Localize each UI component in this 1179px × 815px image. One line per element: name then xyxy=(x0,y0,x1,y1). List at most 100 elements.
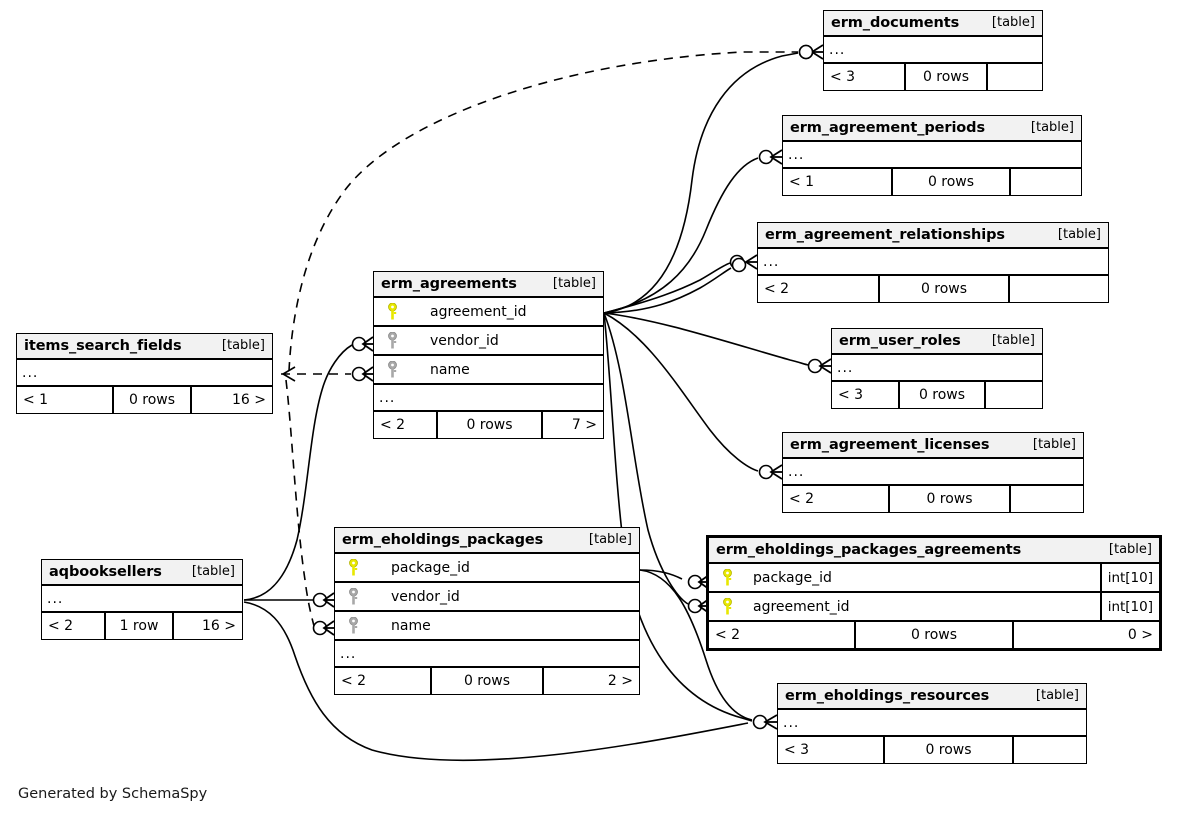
table-columns-ellipsis: ... xyxy=(824,37,1042,64)
table-columns-ellipsis: ... xyxy=(17,360,272,387)
foreign-key-icon xyxy=(374,361,406,378)
children-count: 7 > xyxy=(571,417,597,433)
column-name: agreement_id xyxy=(430,303,527,320)
children-count xyxy=(1014,737,1086,763)
table-title-erm_agreement_periods: erm_agreement_periods [table] xyxy=(783,116,1081,142)
column-name: vendor_id xyxy=(430,332,499,349)
table-name: erm_documents xyxy=(831,14,960,31)
parents-count: < 2 xyxy=(789,491,815,507)
table-name: erm_agreement_licenses xyxy=(790,436,990,453)
edge-erm_agreements-erm_agreement_relationships-b xyxy=(603,257,747,314)
row-count: 0 rows xyxy=(854,622,1014,648)
column-row-name[interactable]: name xyxy=(335,612,639,641)
table-columns-ellipsis: ... xyxy=(758,249,1108,276)
table-title-erm_agreement_licenses: erm_agreement_licenses [table] xyxy=(783,433,1083,459)
edge-items_search_fields-erm_eholdings_packages xyxy=(285,379,335,636)
column-type: int[10] xyxy=(1099,564,1159,591)
table-node-erm_eholdings_resources[interactable]: erm_eholdings_resources [table] ... < 3 … xyxy=(777,683,1087,764)
primary-key-icon xyxy=(709,569,741,586)
table-stats-row: < 2 0 rows 0 > xyxy=(709,622,1159,648)
table-stats-row: < 2 0 rows 7 > xyxy=(374,412,603,438)
table-stats-row: < 3 0 rows xyxy=(832,382,1042,408)
table-title-erm_eholdings_packages_agreements: erm_eholdings_packages_agreements [table… xyxy=(709,538,1159,564)
parents-count: < 1 xyxy=(789,174,815,190)
generator-note: Generated by SchemaSpy xyxy=(18,786,208,802)
table-stats-row: < 2 0 rows xyxy=(783,486,1083,512)
parents-count: < 2 xyxy=(341,673,367,689)
table-tag: [table] xyxy=(1032,437,1076,452)
row-count: 1 row xyxy=(104,613,174,639)
table-tag: [table] xyxy=(991,15,1035,30)
column-name: package_id xyxy=(753,569,832,586)
table-stats-row: < 1 0 rows 16 > xyxy=(17,387,272,413)
column-row-vendor_id[interactable]: vendor_id xyxy=(335,583,639,612)
table-node-erm_agreement_licenses[interactable]: erm_agreement_licenses [table] ... < 2 0… xyxy=(782,432,1084,513)
table-columns-ellipsis: ... xyxy=(778,710,1086,737)
children-count xyxy=(986,382,1042,408)
row-count: 0 rows xyxy=(436,412,543,438)
table-title-aqbooksellers: aqbooksellers [table] xyxy=(42,560,242,586)
table-columns-ellipsis: ... xyxy=(783,459,1083,486)
table-columns-ellipsis: ... xyxy=(42,586,242,613)
column-name: name xyxy=(430,361,470,378)
table-columns-ellipsis: ... xyxy=(783,142,1081,169)
parents-count: < 3 xyxy=(830,69,856,85)
table-title-erm_eholdings_resources: erm_eholdings_resources [table] xyxy=(778,684,1086,710)
table-name: erm_agreement_relationships xyxy=(765,226,1005,243)
table-node-erm_agreements[interactable]: erm_agreements [table] agreement_id xyxy=(373,271,604,439)
children-count: 0 > xyxy=(1127,627,1153,643)
children-count: 16 > xyxy=(202,618,236,634)
column-row-package_id[interactable]: package_id int[10] xyxy=(709,564,1159,593)
table-stats-row: < 2 0 rows xyxy=(758,276,1108,302)
row-count: 0 rows xyxy=(898,382,986,408)
table-name: erm_eholdings_packages_agreements xyxy=(716,541,1022,558)
table-stats-row: < 2 0 rows 2 > xyxy=(335,668,639,694)
table-name: items_search_fields xyxy=(24,337,182,354)
table-node-erm_documents[interactable]: erm_documents [table] ... < 3 0 rows xyxy=(823,10,1043,91)
table-node-items_search_fields[interactable]: items_search_fields [table] ... < 1 0 ro… xyxy=(16,333,273,414)
table-tag: [table] xyxy=(1108,542,1152,557)
parents-count: < 2 xyxy=(48,618,74,634)
foreign-key-icon xyxy=(335,588,367,605)
table-node-erm_eholdings_packages[interactable]: erm_eholdings_packages [table] package_i… xyxy=(334,527,640,695)
table-name: erm_user_roles xyxy=(839,332,961,349)
children-count xyxy=(1010,276,1108,302)
table-node-erm_user_roles[interactable]: erm_user_roles [table] ... < 3 0 rows xyxy=(831,328,1043,409)
table-node-erm_eholdings_packages_agreements[interactable]: erm_eholdings_packages_agreements [table… xyxy=(706,535,1162,651)
table-stats-row: < 1 0 rows xyxy=(783,169,1081,195)
parents-count: < 3 xyxy=(838,387,864,403)
children-count: 16 > xyxy=(232,392,266,408)
children-count xyxy=(1011,169,1081,195)
parents-count: < 2 xyxy=(715,627,741,643)
primary-key-icon xyxy=(709,598,741,615)
table-tag: [table] xyxy=(1057,227,1101,242)
column-row-agreement_id[interactable]: agreement_id xyxy=(374,298,603,327)
table-tag: [table] xyxy=(1035,688,1079,703)
table-node-aqbooksellers[interactable]: aqbooksellers [table] ... < 2 1 row 16 > xyxy=(41,559,243,640)
row-count: 0 rows xyxy=(888,486,1011,512)
parents-count: < 2 xyxy=(764,281,790,297)
table-node-erm_agreement_relationships[interactable]: erm_agreement_relationships [table] ... … xyxy=(757,222,1109,303)
column-row-vendor_id[interactable]: vendor_id xyxy=(374,327,603,356)
table-node-erm_agreement_periods[interactable]: erm_agreement_periods [table] ... < 1 0 … xyxy=(782,115,1082,196)
column-row-package_id[interactable]: package_id xyxy=(335,554,639,583)
row-count: 0 rows xyxy=(878,276,1010,302)
table-stats-row: < 2 1 row 16 > xyxy=(42,613,242,639)
table-title-erm_agreements: erm_agreements [table] xyxy=(374,272,603,298)
table-columns-ellipsis: ... xyxy=(335,641,639,668)
table-title-items_search_fields: items_search_fields [table] xyxy=(17,334,272,360)
column-name: name xyxy=(391,617,431,634)
table-columns-ellipsis: ... xyxy=(374,385,603,412)
column-row-name[interactable]: name xyxy=(374,356,603,385)
column-name: agreement_id xyxy=(753,598,850,615)
row-count: 0 rows xyxy=(891,169,1011,195)
table-name: erm_agreements xyxy=(381,275,517,292)
column-name: package_id xyxy=(391,559,470,576)
edge-erm_eholdings_packages-erm_eholdings_packages_agreements xyxy=(639,569,710,590)
children-count: 2 > xyxy=(607,673,633,689)
table-title-erm_eholdings_packages: erm_eholdings_packages [table] xyxy=(335,528,639,554)
column-name: vendor_id xyxy=(391,588,460,605)
row-count: 0 rows xyxy=(112,387,192,413)
row-count: 0 rows xyxy=(883,737,1014,763)
column-row-agreement_id[interactable]: agreement_id int[10] xyxy=(709,593,1159,622)
